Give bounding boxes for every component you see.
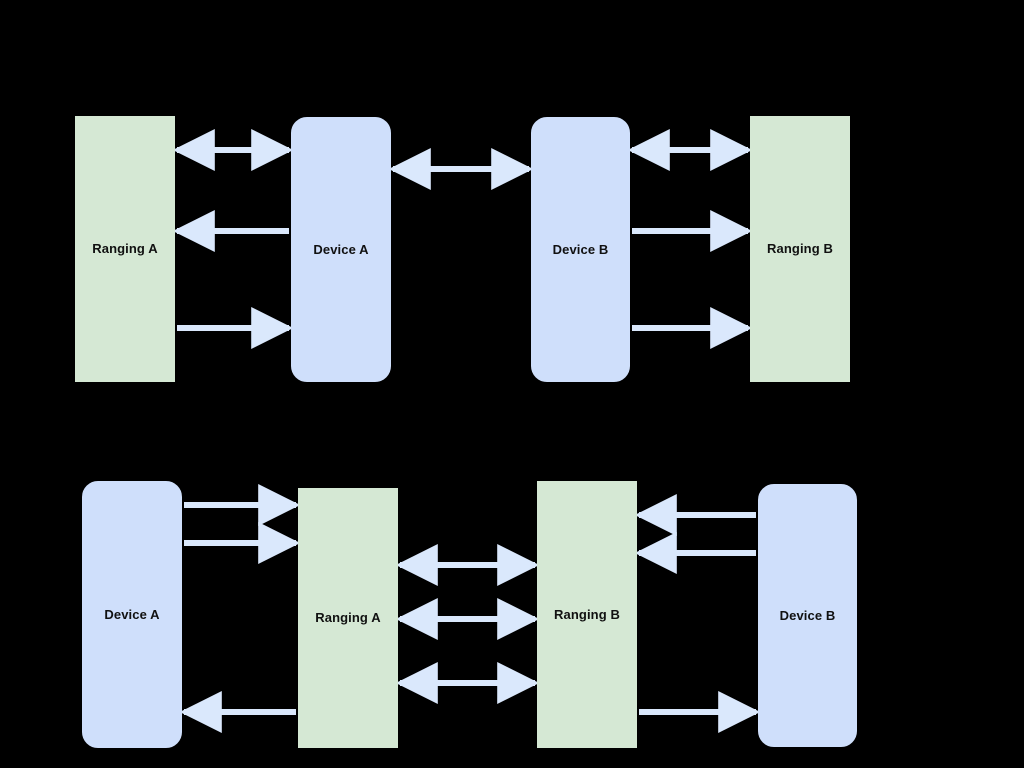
node-label: Ranging B (767, 241, 833, 257)
node-label: Ranging B (554, 606, 620, 622)
node-label: Device A (104, 606, 160, 622)
node-label: Device B (779, 607, 836, 623)
node-bot-device-a[interactable]: Device A (82, 481, 182, 748)
node-top-ranging-b[interactable]: Ranging B (750, 116, 850, 382)
node-label: Device A (313, 241, 369, 257)
node-bot-ranging-b[interactable]: Ranging B (537, 481, 637, 748)
node-label: Ranging A (315, 610, 381, 626)
node-bot-ranging-a[interactable]: Ranging A (298, 488, 398, 748)
node-label: Ranging A (92, 241, 158, 257)
node-top-device-b[interactable]: Device B (531, 117, 630, 382)
node-label: Device B (552, 241, 609, 257)
node-top-ranging-a[interactable]: Ranging A (75, 116, 175, 382)
node-bot-device-b[interactable]: Device B (758, 484, 857, 747)
node-top-device-a[interactable]: Device A (291, 117, 391, 382)
